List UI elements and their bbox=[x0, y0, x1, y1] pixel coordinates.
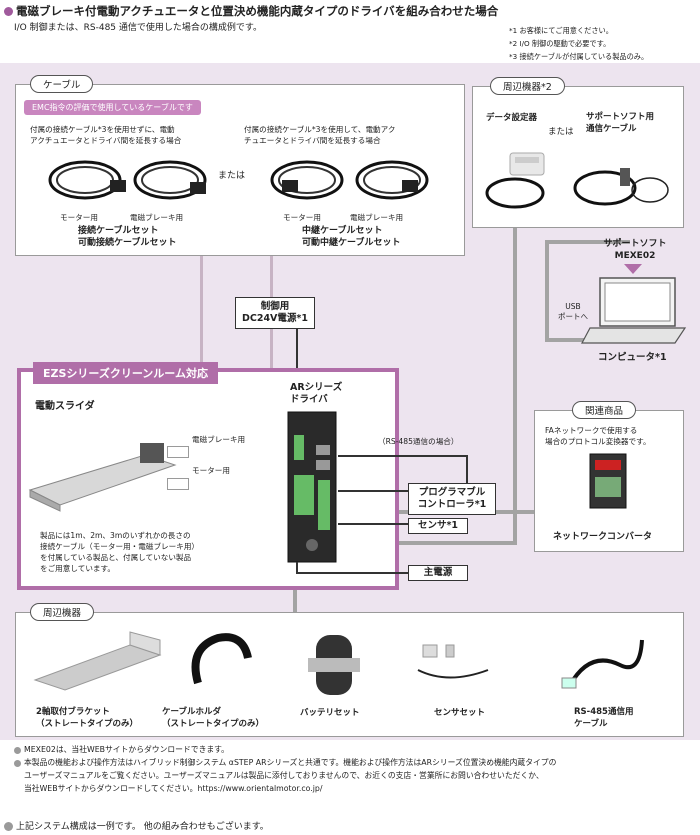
bullet-icon bbox=[4, 822, 13, 831]
sensor-box: センサ*1 bbox=[408, 518, 468, 534]
support-cable-label: サポートソフト用 通信ケーブル bbox=[586, 111, 654, 135]
related-desc: FAネットワークで使用する 場合のプロトコル変換器です。 bbox=[545, 425, 651, 447]
peripheral-or: または bbox=[548, 125, 574, 137]
computer-icon bbox=[580, 275, 690, 350]
bullet-icon bbox=[14, 747, 21, 754]
rs485-label: （RS-485通信の場合） bbox=[378, 436, 459, 447]
note-3: *3 接続ケーブルが付属している製品のみ。 bbox=[509, 50, 694, 63]
bullet-icon bbox=[14, 760, 21, 767]
computer-label: コンピュータ*1 bbox=[598, 349, 667, 363]
slider-label: 電動スライダ bbox=[35, 397, 95, 412]
page-title: 電磁ブレーキ付電動アクチュエータと位置決め機能内蔵タイプのドライバを組み合わせた… bbox=[4, 3, 498, 19]
ezs-head: EZSシリーズクリーンルーム対応 bbox=[33, 362, 218, 384]
footnotes: MEXE02は、当社WEBサイトからダウンロードできます。 本製品の機能および操… bbox=[14, 743, 684, 795]
peripheral-item-5: RS-485通信用 ケーブル bbox=[574, 706, 633, 730]
line-main bbox=[296, 572, 410, 574]
cable-holder-icon bbox=[178, 628, 258, 693]
rs485-cable-icon bbox=[560, 630, 650, 695]
cable-tag: ケーブル bbox=[30, 75, 93, 93]
software-label: サポートソフト MEXE02 bbox=[585, 238, 685, 262]
line-main-v bbox=[296, 562, 298, 572]
usb-label: USB ポートへ bbox=[553, 302, 593, 322]
bottom-note: 上記システム構成は一例です。 他の組み合わせもございます。 bbox=[4, 819, 269, 832]
motor-connector bbox=[167, 478, 189, 490]
brake-connector bbox=[167, 446, 189, 458]
cable-right-desc: 付属の接続ケーブル*3を使用して、電動アク チュエータとドライバ間を延長する場合 bbox=[244, 124, 395, 146]
cable-coil-icon-left bbox=[40, 150, 220, 210]
cable-left-desc: 付属の接続ケーブル*3を使用せずに、電動 アクチュエータとドライバ間を延長する場… bbox=[30, 124, 181, 146]
line-setter bbox=[513, 200, 517, 545]
control-power-box: 制御用 DC24V電源*1 bbox=[235, 297, 315, 329]
driver-label: ARシリーズ ドライバ bbox=[290, 382, 342, 406]
cable-coil-icon-right bbox=[262, 150, 442, 210]
related-tag: 関連商品 bbox=[572, 401, 636, 419]
peripheral-bottom-tag: 周辺機器 bbox=[30, 603, 94, 621]
peripheral-top-tag: 周辺機器*2 bbox=[490, 77, 565, 95]
note-2: *2 I/O 制御の駆動で必要です。 bbox=[509, 37, 694, 50]
line-pc-h2 bbox=[545, 338, 585, 342]
note-1: *1 お客様にてご用意ください。 bbox=[509, 24, 694, 37]
setter-label: データ設定器 bbox=[486, 111, 537, 123]
line-pc-v bbox=[545, 240, 549, 340]
ezs-motor-label: モーター用 bbox=[192, 465, 230, 476]
battery-icon bbox=[298, 630, 368, 702]
cable-right-name: 中継ケーブルセット 可動中継ケーブルセット bbox=[302, 225, 400, 249]
notes: *1 お客様にてご用意ください。 *2 I/O 制御の駆動で必要です。 *3 接… bbox=[509, 24, 694, 63]
related-name: ネットワークコンバータ bbox=[553, 529, 652, 542]
network-converter-icon bbox=[585, 452, 635, 512]
ezs-brake-label: 電磁ブレーキ用 bbox=[192, 434, 245, 445]
emc-bar: EMC指令の評価で使用しているケーブルです bbox=[24, 100, 201, 115]
setter-icon bbox=[480, 148, 680, 218]
line-plc bbox=[338, 490, 410, 492]
line-rs485 bbox=[338, 455, 466, 457]
driver-icon bbox=[286, 410, 338, 565]
peripheral-item-1: 2軸取付ブラケット （ストレートタイプのみ） bbox=[36, 706, 138, 730]
software-arrow-icon bbox=[624, 264, 642, 274]
bracket-icon bbox=[30, 630, 170, 695]
ezs-desc: 製品には1m、2m、3mのいずれかの長さの 接続ケーブル（モーター用・電磁ブレー… bbox=[40, 530, 199, 574]
peripheral-item-3: バッテリセット bbox=[300, 706, 360, 718]
peripheral-item-4: センサセット bbox=[434, 706, 485, 718]
cable-left-name: 接続ケーブルセット 可動接続ケーブルセット bbox=[78, 225, 176, 249]
line-sensor bbox=[338, 523, 410, 525]
slider-icon bbox=[25, 435, 185, 515]
cable-label-motor: モーター用 bbox=[60, 212, 98, 223]
peripheral-item-2: ケーブルホルダ （ストレートタイプのみ） bbox=[162, 706, 264, 730]
bullet-icon bbox=[4, 7, 13, 16]
sensor-set-icon bbox=[408, 640, 498, 690]
cable-label-brake: 電磁ブレーキ用 bbox=[130, 212, 183, 223]
page-subtitle: I/O 制御または、RS-485 通信で使用した場合の構成例です。 bbox=[14, 20, 262, 33]
cable-label-brake-r: 電磁ブレーキ用 bbox=[350, 212, 403, 223]
cable-or: または bbox=[218, 168, 245, 181]
cable-label-motor-r: モーター用 bbox=[283, 212, 321, 223]
main-power-box: 主電源 bbox=[408, 565, 468, 581]
plc-box: プログラマブル コントローラ*1 bbox=[408, 483, 496, 515]
